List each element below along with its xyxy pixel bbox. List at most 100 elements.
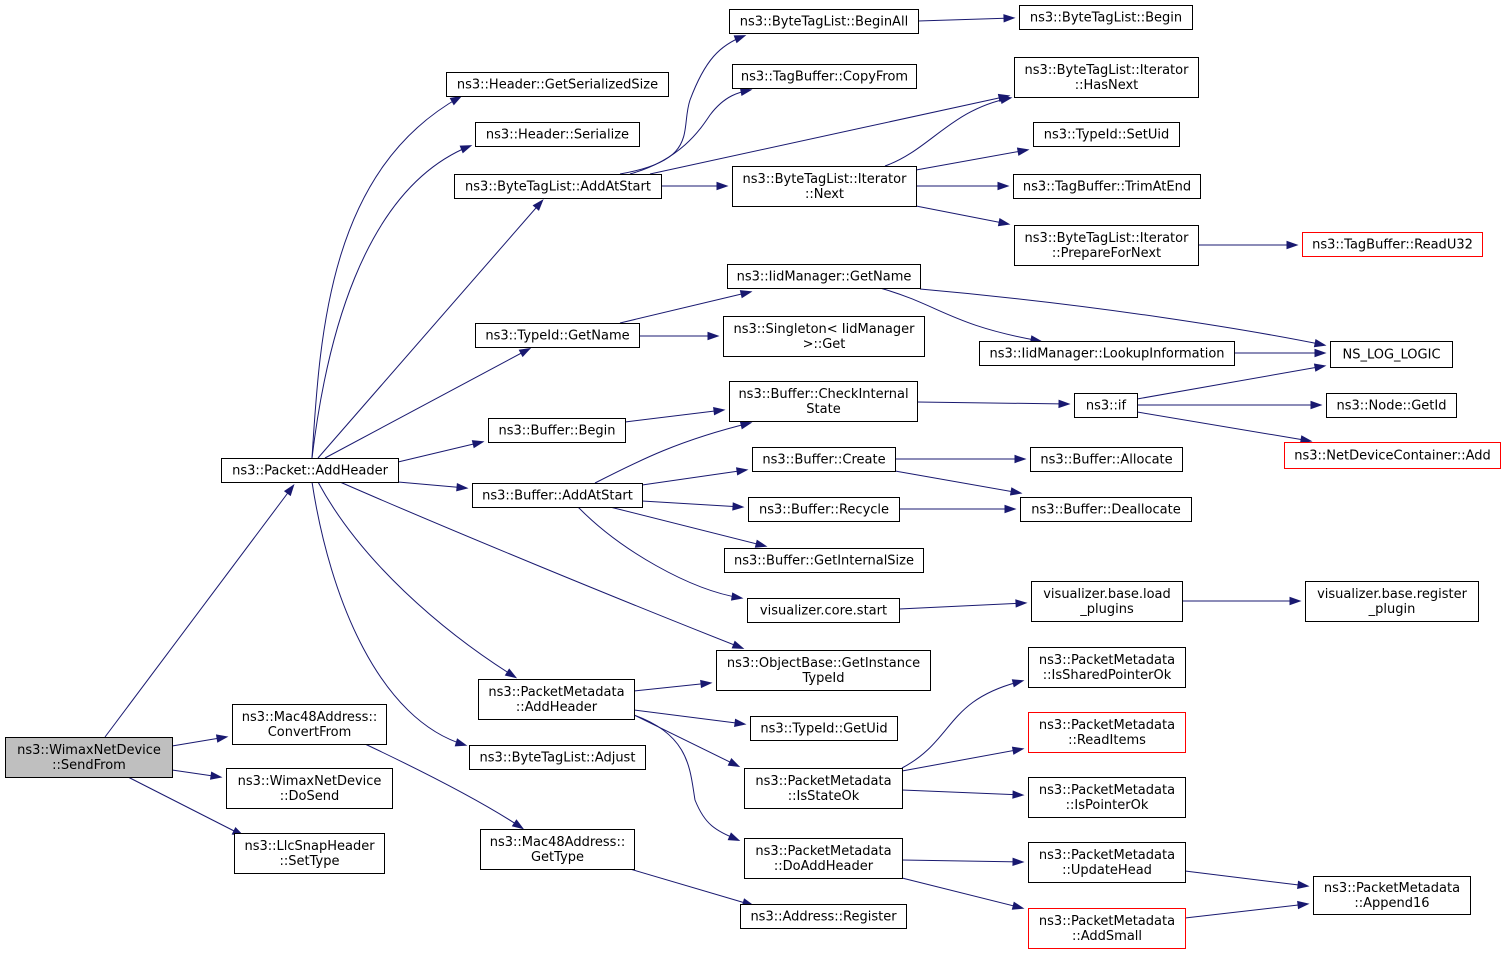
edge-arrowhead xyxy=(518,347,532,358)
node-mac48conv[interactable]: ns3::Mac48Address::ConvertFrom xyxy=(232,704,387,745)
node-btladdatstart[interactable]: ns3::ByteTagList::AddAtStart xyxy=(454,174,662,199)
node-btlbegin[interactable]: ns3::ByteTagList::Begin xyxy=(1019,5,1193,30)
edge-pmupdatehead-to-pmappend16 xyxy=(1184,870,1310,890)
node-box xyxy=(1284,442,1501,469)
edge-arrowhead xyxy=(1011,901,1025,910)
edge-bufbegin-to-bufcheck xyxy=(624,406,726,423)
edge-arrowhead xyxy=(209,771,223,780)
node-pmappend16[interactable]: ns3::PacketMetadata::Append16 xyxy=(1313,876,1471,915)
node-hdrsersize[interactable]: ns3::Header::GetSerializedSize xyxy=(446,72,669,97)
node-hdrserialize[interactable]: ns3::Header::Serialize xyxy=(475,122,640,147)
node-btlitprep[interactable]: ns3::ByteTagList::Iterator::PrepareForNe… xyxy=(1014,225,1199,266)
node-pmdoaddheader[interactable]: ns3::PacketMetadata::DoAddHeader xyxy=(744,838,903,879)
node-typeidgetuid[interactable]: ns3::TypeId::GetUid xyxy=(750,716,898,741)
node-bufgetintsize[interactable]: ns3::Buffer::GetInternalSize xyxy=(724,548,924,573)
node-viscorestart[interactable]: visualizer.core.start xyxy=(747,598,900,623)
edge-line xyxy=(311,481,466,746)
node-bufaddatstart[interactable]: ns3::Buffer::AddAtStart xyxy=(472,483,643,508)
node-mac48gettype[interactable]: ns3::Mac48Address::GetType xyxy=(480,829,635,870)
node-iidlookup[interactable]: ns3::IidManager::LookupInformation xyxy=(979,341,1235,366)
edge-bufaddatstart-to-bufgetintsize xyxy=(609,506,768,548)
edge-arrowhead xyxy=(727,758,741,768)
node-tbtrimatend[interactable]: ns3::TagBuffer::TrimAtEnd xyxy=(1013,174,1201,199)
node-label-line: ns3::Buffer::GetInternalSize xyxy=(734,554,914,569)
node-label-line: ::AddHeader xyxy=(516,700,598,715)
node-label-line: ns3::ByteTagList::BeginAll xyxy=(740,15,908,30)
node-bufcreate[interactable]: ns3::Buffer::Create xyxy=(752,447,896,472)
edge-visloadplugins-to-visregplugin xyxy=(1182,596,1302,606)
edge-line xyxy=(919,288,1325,346)
node-label-line: ns3::PacketMetadata xyxy=(755,774,891,789)
node-btladjust[interactable]: ns3::ByteTagList::Adjust xyxy=(469,745,646,770)
node-nslog[interactable]: NS_LOG_LOGIC xyxy=(1330,341,1453,368)
node-box xyxy=(480,829,635,870)
node-box xyxy=(727,264,921,289)
edge-root-to-wimaxdosend xyxy=(171,769,223,780)
node-visregplugin[interactable]: visualizer.base.register_plugin xyxy=(1305,581,1479,622)
node-btlbeginall[interactable]: ns3::ByteTagList::BeginAll xyxy=(729,9,919,34)
node-label-line: ::DoAddHeader xyxy=(774,859,874,874)
edge-line xyxy=(915,205,1009,225)
node-label-line: ::SendFrom xyxy=(52,758,126,773)
edge-line xyxy=(317,481,516,678)
edge-pktaddheader-to-btladdatstart xyxy=(317,199,544,459)
edge-pmaddheader-to-typeidgetuid xyxy=(633,709,747,727)
node-pmupdatehead[interactable]: ns3::PacketMetadata::UpdateHead xyxy=(1028,842,1186,883)
node-llcsettype[interactable]: ns3::LlcSnapHeader::SetType xyxy=(234,833,385,874)
node-iidgetname[interactable]: ns3::IidManager::GetName xyxy=(727,264,921,289)
edge-line xyxy=(397,441,483,463)
node-bufallocate[interactable]: ns3::Buffer::Allocate xyxy=(1030,447,1183,472)
node-label-line: ns3::LlcSnapHeader xyxy=(244,839,375,854)
node-nodegetid[interactable]: ns3::Node::GetId xyxy=(1326,393,1457,418)
node-label-line: _plugin xyxy=(1368,602,1416,617)
node-box xyxy=(454,174,662,199)
node-typeidsetuid[interactable]: ns3::TypeId::SetUid xyxy=(1033,122,1180,147)
node-typeidgetname[interactable]: ns3::TypeId::GetName xyxy=(475,323,640,348)
node-label-line: ns3::Header::GetSerializedSize xyxy=(457,78,658,93)
node-pmaddsmall[interactable]: ns3::PacketMetadata::AddSmall xyxy=(1028,908,1186,949)
edge-arrowhead xyxy=(1004,504,1017,514)
edge-root-to-pktaddheader xyxy=(104,483,295,738)
node-pktaddheader[interactable]: ns3::Packet::AddHeader xyxy=(221,458,399,483)
node-pmisstateok[interactable]: ns3::PacketMetadata::IsStateOk xyxy=(744,768,903,809)
node-ndcadd[interactable]: ns3::NetDeviceContainer::Add xyxy=(1284,442,1501,469)
node-box xyxy=(1014,225,1199,266)
node-bufdealloc[interactable]: ns3::Buffer::Deallocate xyxy=(1020,497,1192,522)
node-wimaxdosend[interactable]: ns3::WimaxNetDevice::DoSend xyxy=(226,768,393,809)
node-addrregister[interactable]: ns3::Address::Register xyxy=(740,904,907,929)
edge-bufaddatstart-to-bufrecycle xyxy=(641,500,745,511)
node-btlithasnext[interactable]: ns3::ByteTagList::Iterator::HasNext xyxy=(1014,57,1199,98)
node-btlitnext[interactable]: ns3::ByteTagList::Iterator::Next xyxy=(732,166,917,207)
edge-arrowhead xyxy=(511,819,525,830)
edge-typeidgetname-to-singletonget xyxy=(639,331,720,341)
node-bufrecycle[interactable]: ns3::Buffer::Recycle xyxy=(748,497,900,522)
node-visloadplugins[interactable]: visualizer.base.load_plugins xyxy=(1031,581,1183,622)
node-label-line: ::HasNext xyxy=(1075,78,1139,93)
node-bufbegin[interactable]: ns3::Buffer::Begin xyxy=(488,418,626,443)
edge-arrowhead xyxy=(716,181,729,191)
node-tbreadu32[interactable]: ns3::TagBuffer::ReadU32 xyxy=(1302,232,1483,257)
node-label-line: ns3::Buffer::Begin xyxy=(498,424,615,439)
edge-pmaddheader-to-pmisstateok xyxy=(633,714,741,768)
node-pmispointerok[interactable]: ns3::PacketMetadata::IsPointerOk xyxy=(1028,777,1186,818)
node-box xyxy=(747,598,900,623)
node-singletonget[interactable]: ns3::Singleton< IidManager>::Get xyxy=(723,316,925,357)
edge-ns3if-to-nodegetid xyxy=(1137,400,1323,410)
edge-arrowhead xyxy=(1314,348,1327,358)
edge-line xyxy=(104,485,294,738)
node-label-line: ns3::Mac48Address:: xyxy=(242,710,377,725)
node-tbcopyfrom[interactable]: ns3::TagBuffer::CopyFrom xyxy=(732,64,917,89)
node-pmreaditems[interactable]: ns3::PacketMetadata::ReadItems xyxy=(1028,712,1186,753)
edge-arrowhead xyxy=(1012,790,1025,799)
node-box xyxy=(1305,581,1479,622)
node-ns3if[interactable]: ns3::if xyxy=(1074,393,1138,418)
node-pmissharedptr[interactable]: ns3::PacketMetadata::IsSharedPointerOk xyxy=(1028,647,1186,688)
edge-line xyxy=(641,500,743,508)
edge-line xyxy=(633,714,739,767)
edge-arrowhead xyxy=(997,181,1010,191)
edge-pktaddheader-to-typeidgetname xyxy=(324,347,532,459)
node-pmaddheader[interactable]: ns3::PacketMetadata::AddHeader xyxy=(478,679,635,720)
